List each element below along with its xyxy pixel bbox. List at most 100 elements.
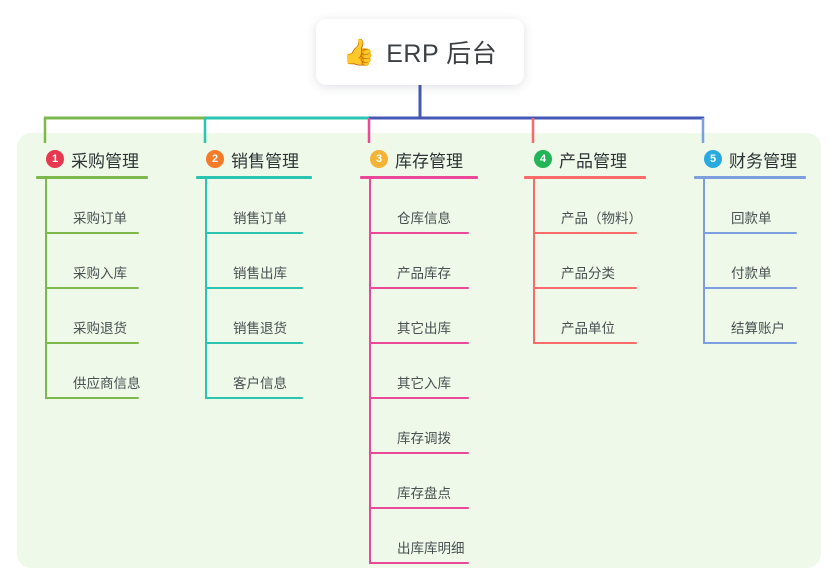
list-item[interactable]: 其它出库 [360,289,478,344]
column-items-2: 销售订单销售出库销售退货客户信息 [196,179,312,399]
column-rule-4 [524,176,646,179]
list-item-label: 采购订单 [73,211,127,226]
column-rule-1 [36,176,148,179]
column-spine-4 [533,179,535,344]
column-title-4: 产品管理 [559,151,627,171]
column-badge-1: 1 [46,150,64,168]
column-items-4: 产品（物料） 产品分类产品单位 [524,179,646,344]
list-item[interactable]: 产品（物料） [524,179,646,234]
column-5: 5 财务管理回款单付款单结算账户 [694,146,806,344]
list-item-rule [205,342,303,344]
list-item[interactable]: 回款单 [694,179,806,234]
list-item-rule [533,287,637,289]
column-title-5: 财务管理 [729,151,797,171]
column-spine-1 [45,179,47,399]
column-items-1: 采购订单采购入库采购退货供应商信息 [36,179,148,399]
thumbs-up-icon: 👍 [342,37,376,67]
list-item-rule [533,342,637,344]
list-item[interactable]: 销售出库 [196,234,312,289]
column-header-4[interactable]: 4 产品管理 [524,146,646,172]
list-item-rule [369,232,469,234]
column-rule-5 [694,176,806,179]
column-items-3: 仓库信息产品库存其它出库其它入库库存调拨库存盘点出库库明细 [360,179,478,564]
list-item-label: 销售出库 [233,266,287,281]
column-title-1: 采购管理 [71,151,139,171]
column-title-2: 销售管理 [231,151,299,171]
column-rule-2 [196,176,312,179]
list-item-label: 客户信息 [233,376,287,391]
list-item-rule [369,342,469,344]
list-item-label: 产品（物料） [561,211,642,226]
list-item[interactable]: 产品库存 [360,234,478,289]
list-item-label: 采购退货 [73,321,127,336]
list-item-label: 产品单位 [561,321,615,336]
list-item-rule [45,342,139,344]
list-item-label: 产品库存 [397,266,451,281]
column-spine-2 [205,179,207,399]
list-item[interactable]: 出库库明细 [360,509,478,564]
column-header-2[interactable]: 2 销售管理 [196,146,312,172]
list-item[interactable]: 付款单 [694,234,806,289]
list-item-rule [45,397,139,399]
list-item[interactable]: 其它入库 [360,344,478,399]
column-4: 4 产品管理产品（物料） 产品分类产品单位 [524,146,646,344]
list-item-rule [369,507,469,509]
list-item[interactable]: 产品分类 [524,234,646,289]
list-item-rule [45,232,139,234]
list-item-rule [703,342,797,344]
column-header-1[interactable]: 1 采购管理 [36,146,148,172]
list-item[interactable]: 供应商信息 [36,344,148,399]
column-spine-5 [703,179,705,344]
list-item-label: 回款单 [731,211,772,226]
list-item-label: 其它出库 [397,321,451,336]
list-item-rule [369,452,469,454]
list-item[interactable]: 库存盘点 [360,454,478,509]
list-item-label: 付款单 [731,266,772,281]
list-item[interactable]: 结算账户 [694,289,806,344]
list-item-rule [703,287,797,289]
column-badge-3: 3 [370,150,388,168]
list-item-label: 库存盘点 [397,486,451,501]
list-item[interactable]: 销售退货 [196,289,312,344]
root-node-label: ERP 后台 [386,40,498,68]
column-2: 2 销售管理销售订单销售出库销售退货客户信息 [196,146,312,399]
column-header-3[interactable]: 3 库存管理 [360,146,478,172]
column-spine-3 [369,179,371,564]
list-item-label: 销售订单 [233,211,287,226]
root-node-content: 👍 ERP 后台 [343,34,497,70]
list-item[interactable]: 销售订单 [196,179,312,234]
column-title-3: 库存管理 [395,151,463,171]
list-item[interactable]: 库存调拨 [360,399,478,454]
list-item[interactable]: 采购入库 [36,234,148,289]
list-item-label: 产品分类 [561,266,615,281]
list-item-label: 供应商信息 [73,376,141,391]
list-item-label: 销售退货 [233,321,287,336]
list-item[interactable]: 采购退货 [36,289,148,344]
list-item[interactable]: 采购订单 [36,179,148,234]
diagram-panel [17,133,821,568]
list-item-rule [703,232,797,234]
list-item-label: 采购入库 [73,266,127,281]
list-item-label: 仓库信息 [397,211,451,226]
column-badge-4: 4 [534,150,552,168]
column-items-5: 回款单付款单结算账户 [694,179,806,344]
list-item-rule [45,287,139,289]
list-item-rule [369,397,469,399]
root-node[interactable]: 👍 ERP 后台 [316,19,524,85]
list-item-rule [205,232,303,234]
list-item[interactable]: 产品单位 [524,289,646,344]
column-badge-2: 2 [206,150,224,168]
list-item-label: 结算账户 [731,321,785,336]
list-item-rule [369,287,469,289]
column-badge-5: 5 [704,150,722,168]
list-item[interactable]: 仓库信息 [360,179,478,234]
list-item-rule [205,397,303,399]
column-header-5[interactable]: 5 财务管理 [694,146,806,172]
column-3: 3 库存管理仓库信息产品库存其它出库其它入库库存调拨库存盘点出库库明细 [360,146,478,564]
list-item-rule [205,287,303,289]
column-rule-3 [360,176,478,179]
list-item-rule [369,562,469,564]
list-item[interactable]: 客户信息 [196,344,312,399]
column-1: 1 采购管理采购订单采购入库采购退货供应商信息 [36,146,148,399]
